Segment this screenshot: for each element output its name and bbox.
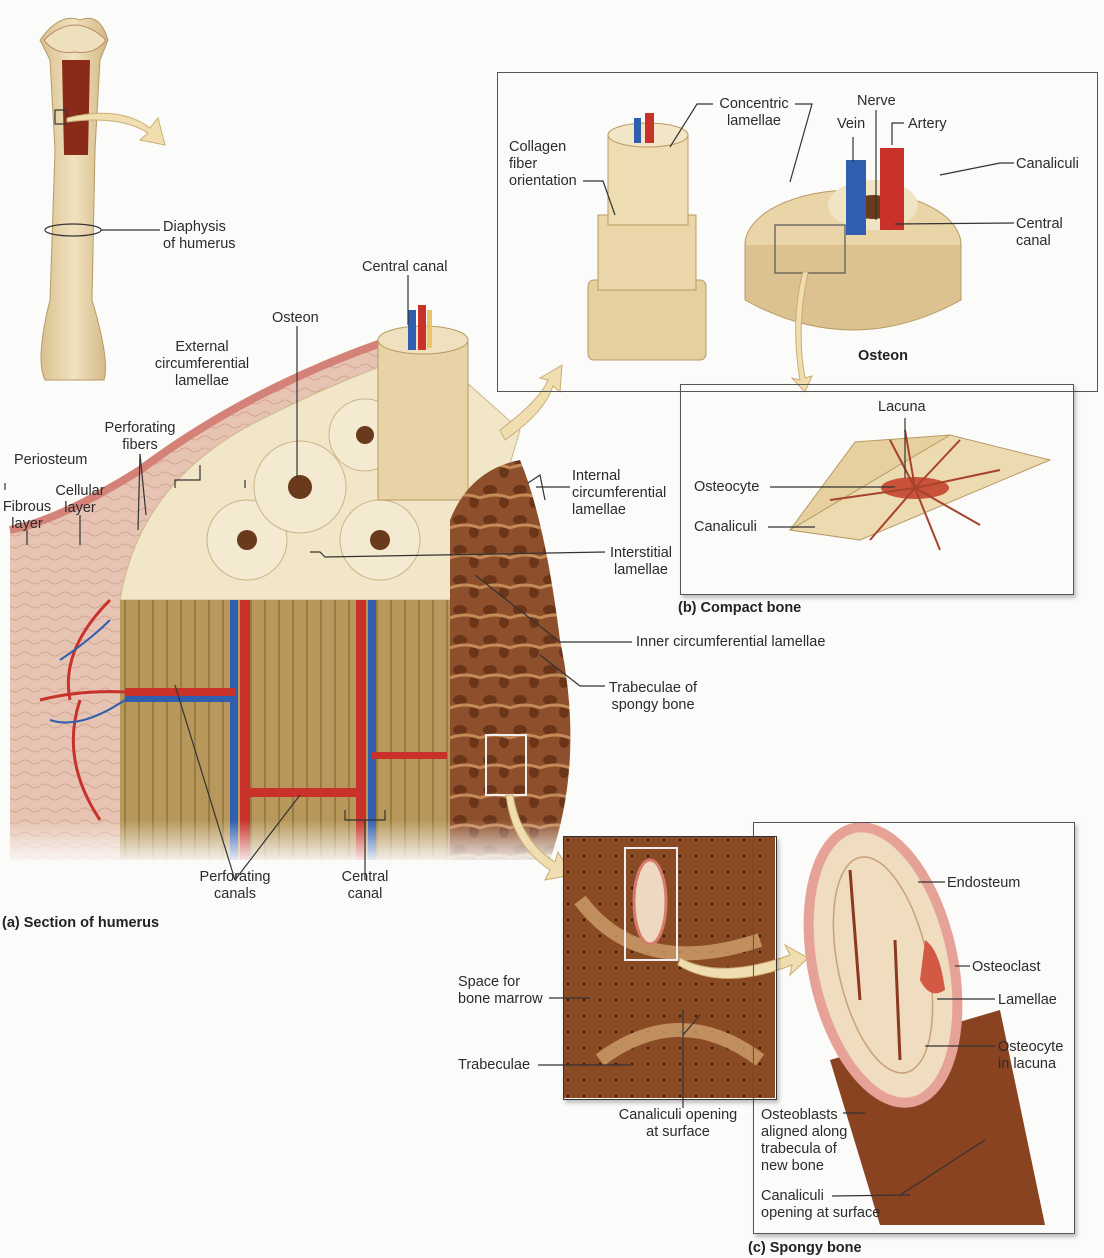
label-osteoclast: Osteoclast xyxy=(972,959,1041,975)
caption-spongy-bone: (c) Spongy bone xyxy=(748,1240,862,1256)
compact-bone-section xyxy=(0,305,600,881)
osteon-illustration xyxy=(587,113,962,393)
caption-compact-bone: (b) Compact bone xyxy=(678,600,802,616)
label-osteoblasts: Osteoblasts aligned along trabecula of n… xyxy=(761,1107,848,1174)
arrow-icon xyxy=(499,364,563,441)
label-inner-circumferential-lamellae: Inner circumferential lamellae xyxy=(636,634,826,650)
label-internal-circumferential-lamellae: Internal circumferential lamellae xyxy=(572,468,667,518)
label-collagen-fiber-orientation: Collagen fiber orientation xyxy=(509,139,577,189)
label-central-canal-bottom: Central canal xyxy=(341,869,389,902)
label-interstitial-lamellae: Interstitial lamellae xyxy=(609,545,673,578)
compact-bone-panel xyxy=(497,72,1098,392)
label-artery: Artery xyxy=(908,116,947,132)
spongy-bone-illustration xyxy=(563,822,1045,1225)
detail-box xyxy=(624,847,678,961)
detail-box xyxy=(774,224,846,274)
osteon-title: Osteon xyxy=(858,348,908,364)
label-space-for-bone-marrow: Space for bone marrow xyxy=(458,974,543,1007)
label-osteocyte-in-lacuna: Osteocyte in lacuna xyxy=(998,1039,1064,1072)
humerus-illustration xyxy=(39,17,166,381)
label-central-canal-osteon: Central canal xyxy=(1016,216,1063,249)
lacuna-panel xyxy=(680,384,1074,595)
label-concentric-lamellae: Concentric lamellae xyxy=(719,96,789,129)
label-nerve: Nerve xyxy=(857,93,896,109)
label-trabeculae-of-spongy-bone: Trabeculae of spongy bone xyxy=(608,680,698,713)
arrow-icon xyxy=(677,943,809,979)
spongy-bone-detail-panel xyxy=(753,822,1075,1234)
label-fibrous-layer: Fibrous layer xyxy=(2,499,52,532)
label-canaliculi-opening-left: Canaliculi opening at surface xyxy=(618,1107,738,1140)
arrow-icon xyxy=(66,112,166,146)
label-periosteum: Periosteum xyxy=(14,452,88,468)
label-central-canal-top: Central canal xyxy=(362,259,448,275)
label-endosteum: Endosteum xyxy=(947,875,1021,891)
label-external-circumferential-lamellae: External circumferential lamellae xyxy=(154,339,250,389)
label-vein: Vein xyxy=(837,116,866,132)
trabeculae-panel xyxy=(563,836,777,1100)
label-trabeculae: Trabeculae xyxy=(458,1057,531,1073)
label-canaliculi-detail: Canaliculi xyxy=(694,519,757,535)
caption-section-of-humerus: (a) Section of humerus xyxy=(2,915,160,931)
label-canaliculi-opening-right: Canaliculi opening at surface xyxy=(761,1188,881,1221)
label-osteocyte: Osteocyte xyxy=(694,479,760,495)
label-lamellae: Lamellae xyxy=(998,992,1057,1008)
label-cellular-layer: Cellular layer xyxy=(55,483,105,516)
detail-box xyxy=(54,109,68,125)
label-perforating-fibers: Perforating fibers xyxy=(104,420,176,453)
label-perforating-canals: Perforating canals xyxy=(199,869,271,902)
label-lacuna: Lacuna xyxy=(878,399,926,415)
label-canaliculi: Canaliculi xyxy=(1016,156,1079,172)
label-diaphysis: Diaphysis of humerus xyxy=(163,219,236,252)
label-osteon: Osteon xyxy=(272,310,319,326)
